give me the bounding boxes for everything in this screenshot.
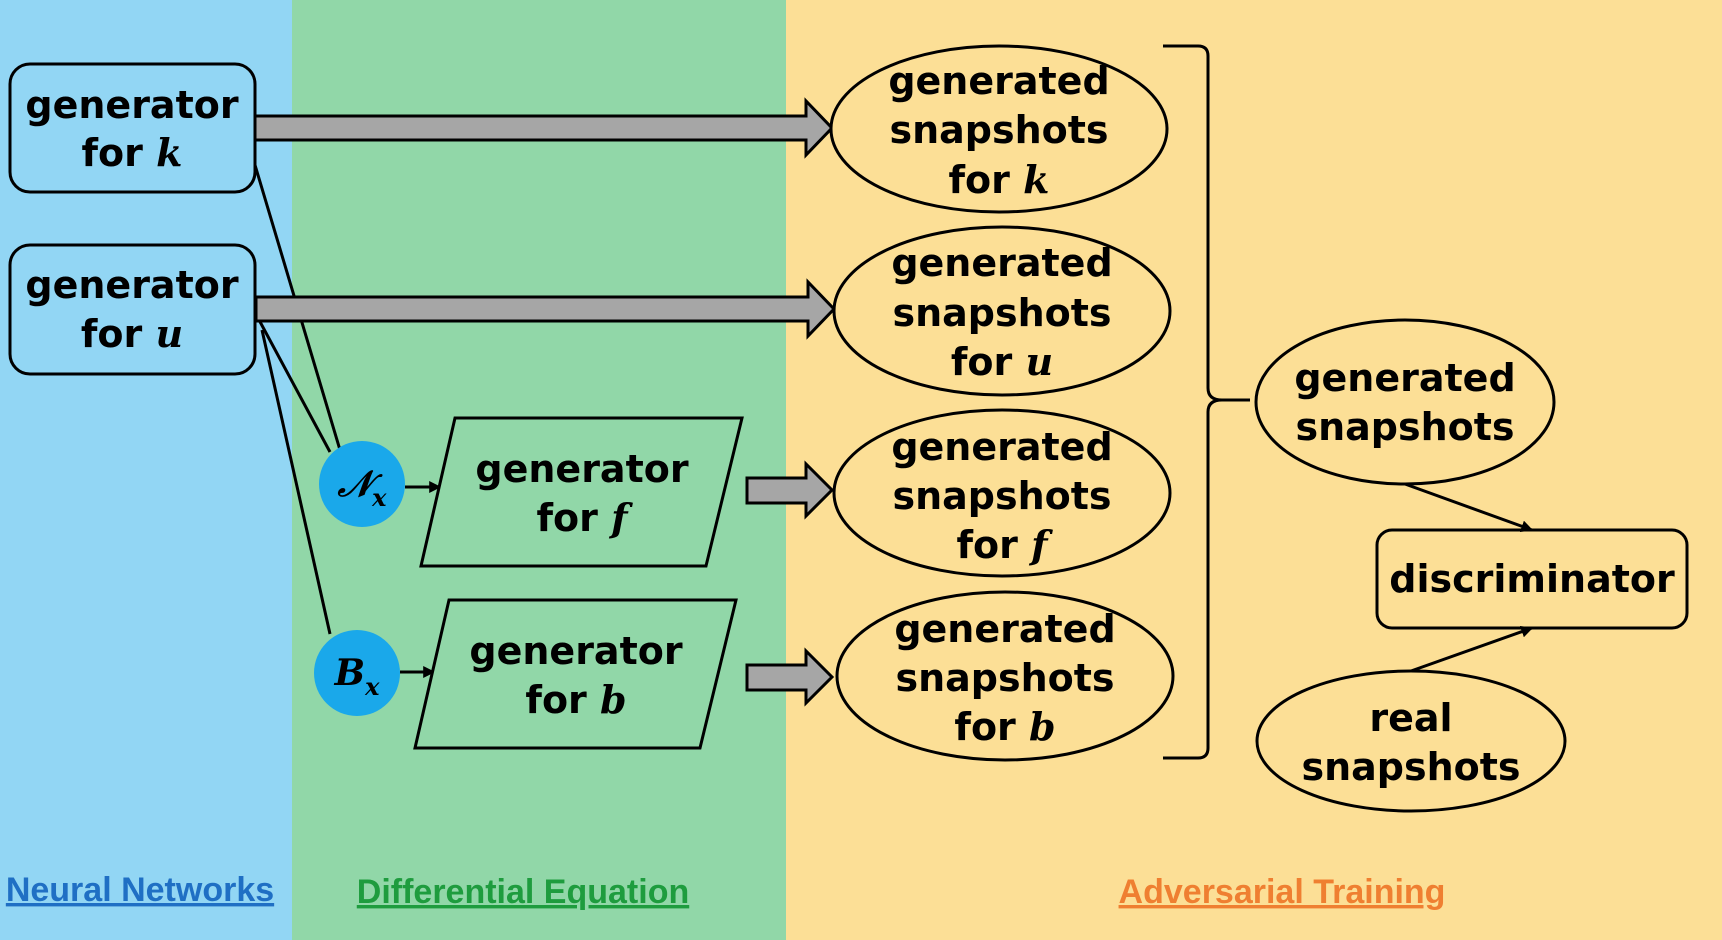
generator-k-sublabel: for k (82, 130, 183, 175)
generator-f-node: generator for f (419, 416, 744, 568)
generator-f-sublabel: for f (537, 495, 634, 540)
neural-networks-title: Neural Networks (6, 871, 274, 909)
snapshots-f-ellipse (832, 408, 1172, 578)
arrow-b-to-snapshots (745, 647, 835, 707)
edge-u-to-n-operator (256, 317, 332, 453)
generated-snapshots-ellipse (1254, 318, 1556, 486)
snapshots-k-line3: for k (949, 157, 1050, 202)
snapshots-b-line2: snapshots (895, 656, 1114, 700)
edge-u-to-b-operator (260, 329, 332, 635)
arrow-k-to-snapshots (253, 97, 835, 159)
generator-k-label: generator (25, 83, 238, 127)
snapshots-b-node: generated snapshots for b (835, 590, 1175, 762)
generator-u-box (8, 243, 257, 376)
generator-b-node: generator for b (413, 598, 738, 750)
generator-f-box (419, 416, 744, 568)
snapshots-k-line2: snapshots (889, 108, 1108, 152)
operator-b-label: Bx (334, 652, 380, 701)
snapshots-b-line3: for b (954, 704, 1055, 749)
snapshots-k-line1: generated (888, 59, 1109, 103)
generator-k-node: generator for k (8, 62, 257, 194)
operator-n-circle (319, 441, 405, 527)
generator-u-sublabel: for u (81, 311, 183, 356)
differential-equation-title: Differential Equation (357, 873, 689, 911)
snapshots-f-line3: for f (957, 522, 1054, 567)
snapshots-b-line1: generated (894, 607, 1115, 651)
real-snapshots-line2: snapshots (1301, 745, 1520, 789)
real-snapshots-node: real snapshots (1255, 669, 1567, 813)
real-snapshots-ellipse (1255, 669, 1567, 813)
generated-snapshots-node: generated snapshots (1254, 318, 1556, 486)
operator-b-circle (314, 630, 400, 716)
snapshots-k-node: generated snapshots for k (829, 44, 1169, 214)
operator-n-node: 𝒩x (319, 441, 405, 527)
adversarial-training-title: Adversarial Training (1119, 873, 1446, 911)
snapshots-k-ellipse (829, 44, 1169, 214)
generator-u-label: generator (25, 263, 238, 307)
arrow-u-to-snapshots (254, 278, 837, 340)
snapshots-f-line2: snapshots (892, 474, 1111, 518)
discriminator-node: discriminator (1375, 528, 1689, 630)
generator-f-label: generator (475, 447, 688, 491)
snapshots-f-line1: generated (891, 425, 1112, 469)
discriminator-label: discriminator (1389, 557, 1675, 601)
grouping-brace (1163, 44, 1250, 760)
edge-real-to-discriminator (1410, 625, 1534, 673)
generated-snapshots-line1: generated (1294, 356, 1515, 400)
operator-b-node: Bx (314, 630, 400, 716)
edge-generated-to-discriminator (1404, 482, 1534, 532)
generator-b-box (413, 598, 738, 750)
snapshots-b-ellipse (835, 590, 1175, 762)
arrow-f-to-snapshots (745, 460, 835, 520)
generator-k-box (8, 62, 257, 194)
generator-b-label: generator (469, 629, 682, 673)
snapshots-f-node: generated snapshots for f (832, 408, 1172, 578)
block-arrows (253, 97, 837, 707)
real-snapshots-line1: real (1369, 696, 1452, 740)
generator-u-node: generator for u (8, 243, 257, 376)
snapshots-u-ellipse (832, 225, 1172, 397)
generator-b-sublabel: for b (525, 677, 626, 722)
snapshots-u-node: generated snapshots for u (832, 225, 1172, 397)
generated-snapshots-line2: snapshots (1295, 405, 1514, 449)
snapshots-u-line2: snapshots (892, 291, 1111, 335)
snapshots-u-line1: generated (891, 241, 1112, 285)
snapshots-u-line3: for u (951, 339, 1053, 384)
